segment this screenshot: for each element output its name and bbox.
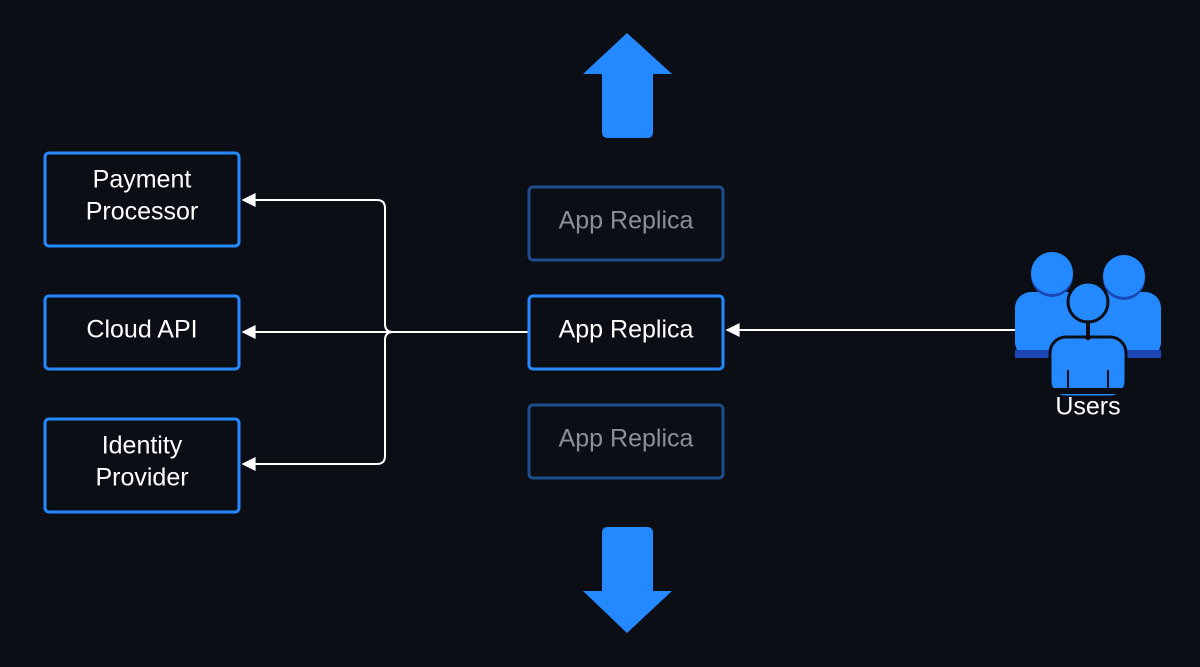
connector-to-payment [241,193,394,333]
arrow-down-icon [583,527,672,633]
users-label: Users [1055,393,1120,421]
service-cloud-api-label: Cloud API [86,316,197,344]
service-payment-processor: Payment Processor [43,151,241,248]
service-connectors [241,193,528,471]
replica-middle-label: App Replica [559,316,694,344]
arrow-up-icon [583,33,672,138]
service-identity-label-line2: Provider [95,464,188,492]
connector-to-identity [241,331,394,471]
users-group-icon [1015,252,1161,399]
service-payment-label-line2: Processor [86,198,199,226]
replica-bottom-label: App Replica [559,425,694,453]
service-cloud-api: Cloud API [43,294,241,371]
service-identity-provider: Identity Provider [43,417,241,514]
replica-bottom: App Replica [527,403,725,480]
service-identity-label-line1: Identity [102,432,183,460]
service-payment-label-line1: Payment [93,166,192,194]
replica-top-label: App Replica [559,207,694,235]
user-front-icon [1048,280,1128,399]
replica-middle: App Replica [527,294,725,371]
replica-top: App Replica [527,185,725,262]
